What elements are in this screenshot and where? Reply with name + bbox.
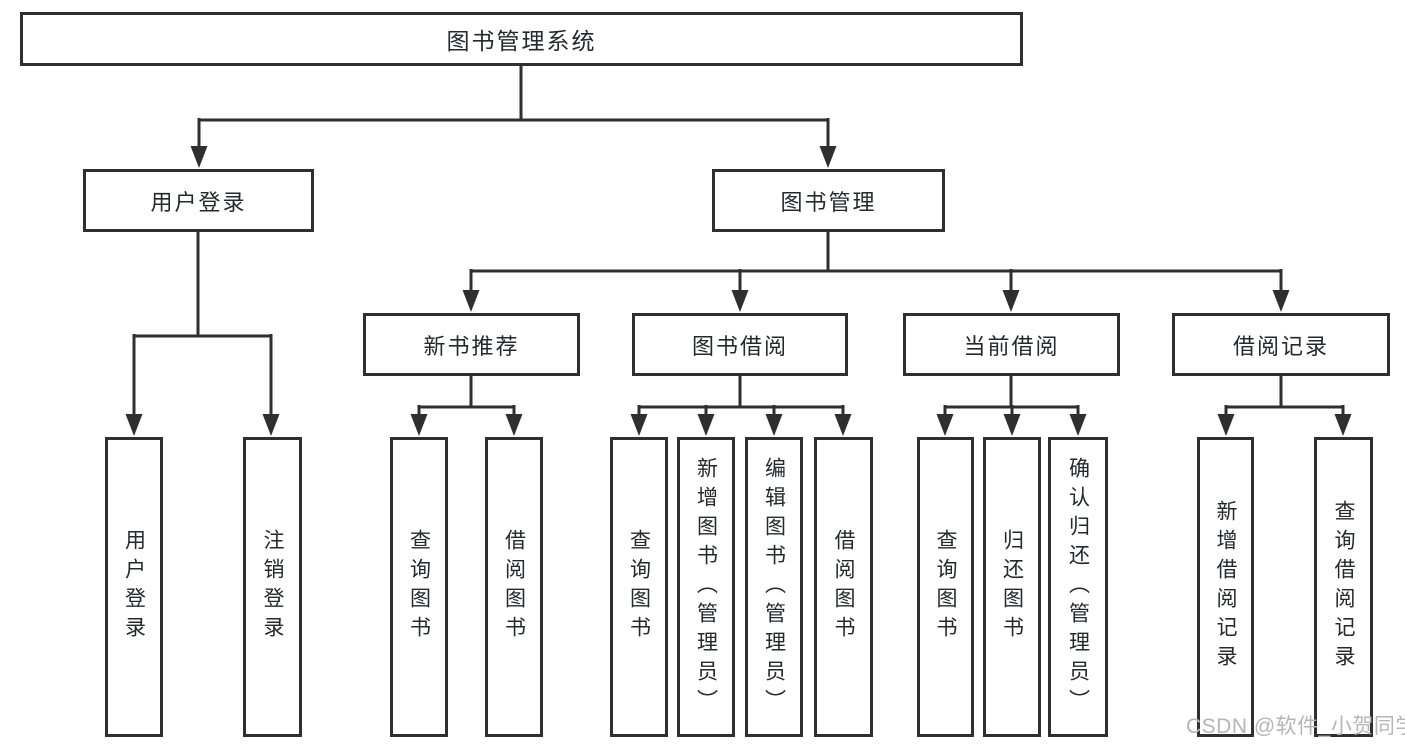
leaf-add-borrow-record-label: 新增借阅记录 [1214, 500, 1237, 674]
leaf-confirm-return-admin: 确认归还（管理员） [1048, 437, 1108, 737]
node-book-management-label: 图书管理 [780, 189, 877, 215]
leaf-query-books-recommend: 查询图书 [390, 437, 448, 737]
leaf-borrow-books-recommend-label: 借阅图书 [502, 529, 526, 645]
leaf-borrow-books: 借阅图书 [814, 437, 873, 737]
node-new-book-recommend: 新书推荐 [363, 313, 580, 376]
leaf-query-books-recommend-label: 查询图书 [407, 529, 431, 645]
node-borrowing-records-label: 借阅记录 [1232, 333, 1329, 359]
leaf-query-borrow-record: 查询借阅记录 [1314, 437, 1373, 737]
leaf-query-books-current: 查询图书 [917, 437, 974, 737]
leaf-borrow-books-label: 借阅图书 [832, 529, 855, 645]
leaf-logout-label: 注销登录 [261, 529, 284, 645]
leaf-user-login: 用户登录 [105, 437, 163, 737]
node-user-login: 用户登录 [83, 169, 314, 232]
node-user-login-label: 用户登录 [150, 189, 247, 215]
leaf-confirm-return-admin-label: 确认归还（管理员） [1066, 456, 1090, 718]
leaf-add-borrow-record: 新增借阅记录 [1197, 437, 1254, 737]
leaf-query-borrow-record-label: 查询借阅记录 [1332, 500, 1355, 674]
leaf-return-books-label: 归还图书 [1000, 529, 1024, 645]
leaf-borrow-books-recommend: 借阅图书 [485, 437, 543, 737]
node-book-borrowing-label: 图书借阅 [691, 333, 788, 359]
csdn-watermark: CSDN @软件_小贺同学 [1186, 715, 1405, 738]
leaf-return-books: 归还图书 [983, 437, 1041, 737]
leaf-query-books-current-label: 查询图书 [934, 529, 957, 645]
leaf-edit-books-admin: 编辑图书（管理员） [745, 437, 803, 737]
leaf-add-books-admin: 新增图书（管理员） [677, 437, 735, 737]
node-library-management-system-label: 图书管理系统 [446, 28, 597, 54]
node-current-borrowing: 当前借阅 [903, 313, 1120, 376]
leaf-user-login-label: 用户登录 [122, 529, 146, 645]
leaf-query-books-borrowing: 查询图书 [610, 437, 668, 737]
leaf-query-books-borrowing-label: 查询图书 [627, 529, 651, 645]
node-new-book-recommend-label: 新书推荐 [423, 333, 520, 359]
leaf-add-books-admin-label: 新增图书（管理员） [694, 456, 718, 718]
node-book-borrowing: 图书借阅 [632, 313, 848, 376]
leaf-logout: 注销登录 [243, 437, 302, 737]
node-borrowing-records: 借阅记录 [1172, 313, 1390, 376]
node-library-management-system: 图书管理系统 [20, 12, 1023, 66]
node-book-management: 图书管理 [712, 169, 945, 232]
leaf-edit-books-admin-label: 编辑图书（管理员） [762, 456, 786, 718]
node-current-borrowing-label: 当前借阅 [963, 333, 1060, 359]
